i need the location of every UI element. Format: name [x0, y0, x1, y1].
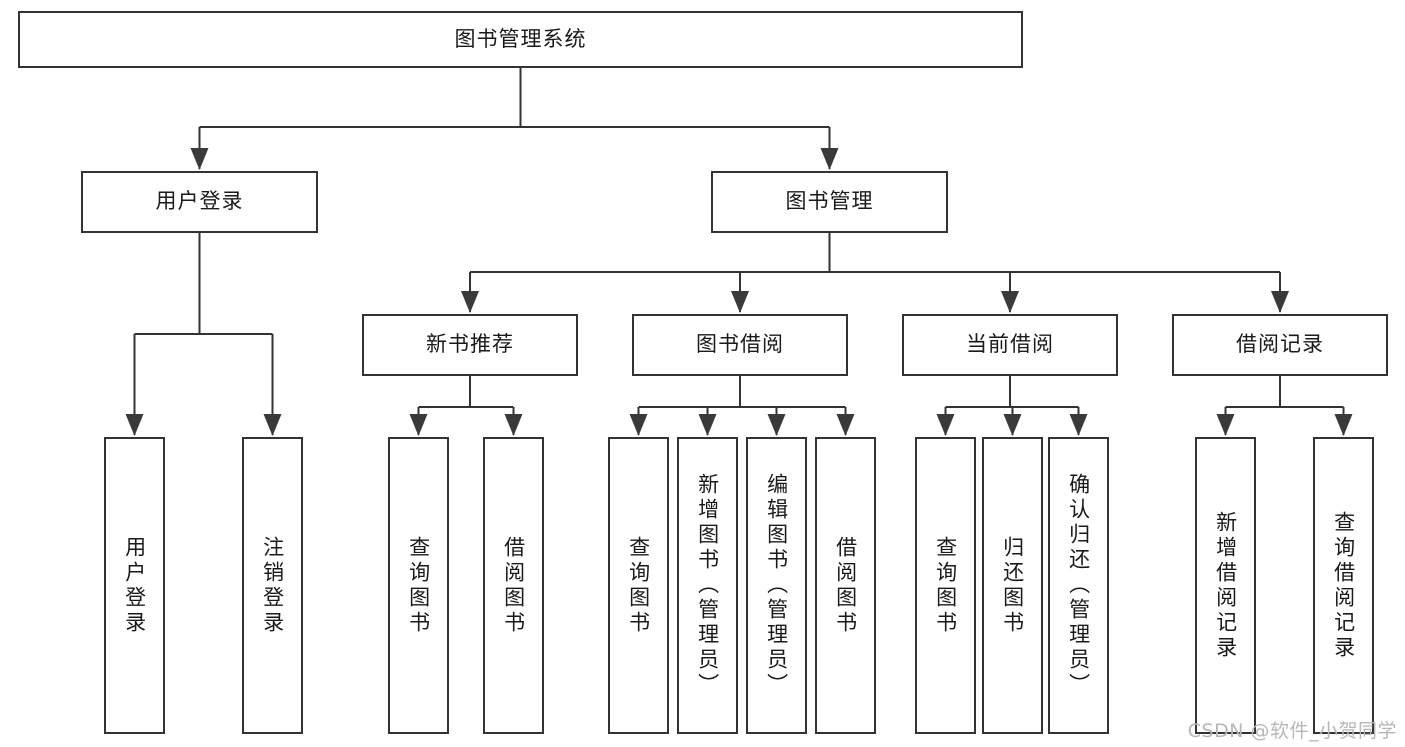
node-login: 用户登录	[81, 171, 318, 233]
node-leaf-9: 查询图书	[915, 437, 976, 734]
node-root: 图书管理系统	[18, 11, 1023, 68]
arrowhead-icon	[767, 414, 786, 436]
arrowhead-icon	[1216, 414, 1235, 436]
node-leaf-10: 归还图书	[982, 437, 1043, 734]
node-borrow: 图书借阅	[632, 314, 848, 376]
arrowhead-icon	[461, 291, 479, 313]
arrowhead-icon	[1334, 414, 1353, 436]
node-label: 注销登录	[260, 535, 285, 636]
node-label: 借阅图书	[501, 535, 526, 636]
node-label: 确认归还（管理员）	[1066, 473, 1091, 698]
arrowhead-icon	[1001, 291, 1019, 313]
node-leaf-1: 用户登录	[104, 437, 165, 734]
node-label: 查询图书	[626, 535, 651, 636]
node-label: 新增图书（管理员）	[695, 473, 720, 698]
node-leaf-5: 查询图书	[608, 437, 669, 734]
node-label: 查询图书	[406, 535, 431, 636]
node-records: 借阅记录	[1172, 314, 1388, 376]
arrowhead-icon	[820, 148, 839, 170]
arrowhead-icon	[125, 414, 144, 436]
arrowhead-icon	[936, 414, 955, 436]
node-label: 新书推荐	[426, 332, 514, 357]
node-leaf-7: 编辑图书（管理员）	[746, 437, 807, 734]
node-leaf-6: 新增图书（管理员）	[677, 437, 738, 734]
node-label: 借阅记录	[1236, 332, 1324, 357]
node-label: 图书管理	[785, 189, 874, 214]
node-current: 当前借阅	[902, 314, 1118, 376]
node-leaf-13: 查询借阅记录	[1313, 437, 1374, 734]
node-label: 编辑图书（管理员）	[764, 473, 789, 698]
node-label: 借阅图书	[833, 535, 858, 636]
node-label: 当前借阅	[966, 332, 1054, 357]
node-label: 查询借阅记录	[1331, 510, 1356, 661]
arrowhead-icon	[504, 414, 523, 436]
arrowhead-icon	[698, 414, 717, 436]
arrowhead-icon	[836, 414, 855, 436]
node-leaf-2: 注销登录	[242, 437, 303, 734]
arrowhead-icon	[263, 414, 282, 436]
node-leaf-8: 借阅图书	[815, 437, 876, 734]
node-label: 图书管理系统	[454, 26, 587, 51]
node-bookmgmt: 图书管理	[711, 171, 948, 233]
arrowhead-icon	[190, 148, 209, 170]
arrowhead-icon	[409, 414, 428, 436]
node-leaf-11: 确认归还（管理员）	[1048, 437, 1109, 734]
arrowhead-icon	[1271, 291, 1289, 313]
arrowhead-icon	[1069, 414, 1088, 436]
node-leaf-12: 新增借阅记录	[1195, 437, 1256, 734]
node-label: 查询图书	[933, 535, 958, 636]
arrowhead-icon	[629, 414, 648, 436]
node-label: 新增借阅记录	[1213, 510, 1238, 661]
node-leaf-3: 查询图书	[388, 437, 449, 734]
node-label: 图书借阅	[696, 332, 784, 357]
node-leaf-4: 借阅图书	[483, 437, 544, 734]
node-newbook: 新书推荐	[362, 314, 578, 376]
node-label: 用户登录	[155, 189, 244, 214]
node-label: 归还图书	[1000, 535, 1025, 636]
arrowhead-icon	[731, 291, 749, 313]
node-label: 用户登录	[122, 535, 147, 636]
arrowhead-icon	[1003, 414, 1022, 436]
